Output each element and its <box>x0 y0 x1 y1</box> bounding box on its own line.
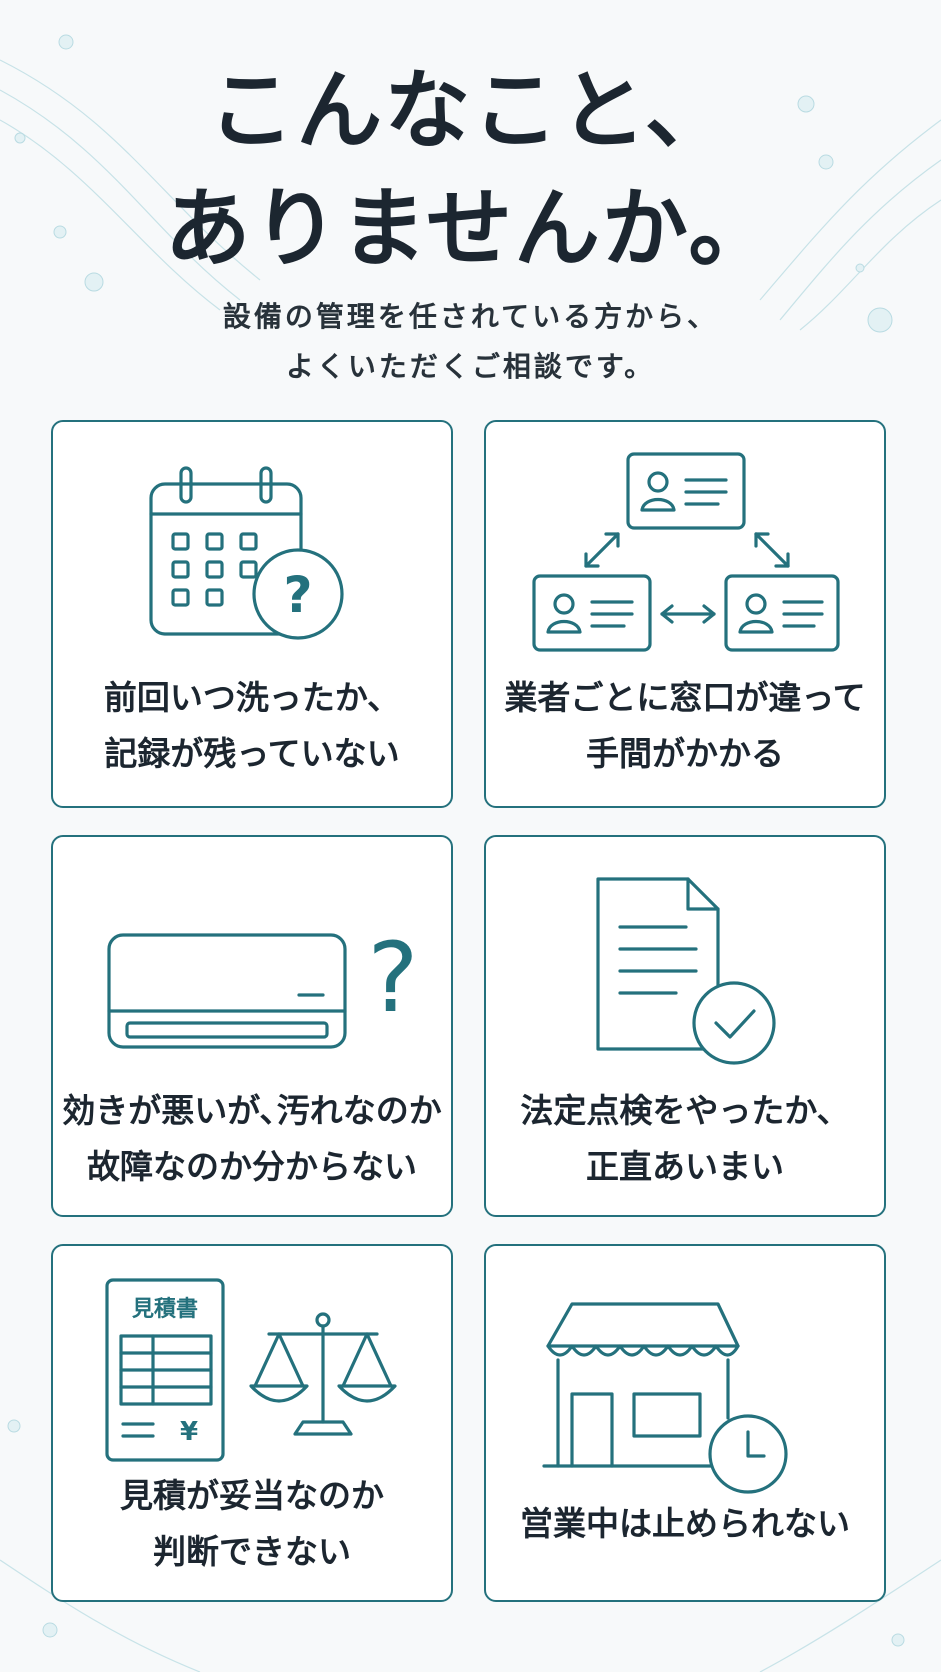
card-line-2: 手間がかかる <box>586 734 784 773</box>
card-estimate-unclear: 見積書 ¥ 見積が妥当なのか 判断できない <box>51 1244 453 1602</box>
headline-line-1: こんなこと、 <box>208 60 733 161</box>
card-line-2: 記録が残っていない <box>104 734 400 773</box>
contact-cards-icon <box>532 452 840 652</box>
card-line-1: 業者ごとに窓口が違って <box>504 678 866 717</box>
headline: こんなこと、 ありませんか。 <box>0 52 941 288</box>
subtitle-line-2: よくいただくご相談です。 <box>285 350 656 383</box>
estimate-label: 見積書 <box>132 1296 198 1322</box>
card-text: 法定点検をやったか、 正直あいまい <box>486 1083 884 1195</box>
card-line-1: 見積が妥当なのか <box>120 1476 384 1515</box>
subtitle: 設備の管理を任されている方から、 よくいただくご相談です。 <box>0 292 941 392</box>
yen-sign: ¥ <box>180 1417 198 1447</box>
calendar-question-icon: ? <box>149 466 344 640</box>
card-line-2: 故障なのか分からない <box>87 1147 417 1186</box>
svg-text:?: ? <box>283 566 312 624</box>
card-text: 業者ごとに窓口が違って 手間がかかる <box>486 670 884 782</box>
card-text: 前回いつ洗ったか、 記録が残っていない <box>53 670 451 782</box>
estimate-scale-icon: 見積書 ¥ <box>105 1278 397 1462</box>
card-line-2: 正直あいまい <box>586 1147 784 1186</box>
card-line-1: 効きが悪いが､汚れなのか <box>62 1091 442 1130</box>
card-line-2: 判断できない <box>153 1532 351 1571</box>
subtitle-line-1: 設備の管理を任されている方から、 <box>222 300 719 333</box>
document-check-icon <box>596 877 776 1065</box>
card-line-1: 前回いつ洗ったか、 <box>103 678 401 717</box>
card-different-contacts: 業者ごとに窓口が違って 手間がかかる <box>484 420 886 808</box>
headline-line-2: ありませんか。 <box>164 178 777 279</box>
air-conditioner-question-icon: ? <box>107 922 419 1049</box>
card-text: 効きが悪いが､汚れなのか 故障なのか分からない <box>53 1083 451 1195</box>
card-line-1: 営業中は止められない <box>520 1504 850 1543</box>
card-text: 見積が妥当なのか 判断できない <box>53 1468 451 1580</box>
storefront-clock-icon <box>542 1302 788 1494</box>
svg-text:?: ? <box>368 922 419 1034</box>
card-inspection-unclear: 法定点検をやったか、 正直あいまい <box>484 835 886 1217</box>
card-no-cleaning-record: ? 前回いつ洗ったか、 記録が残っていない <box>51 420 453 808</box>
card-cannot-stop: 営業中は止められない <box>484 1244 886 1602</box>
card-line-1: 法定点検をやったか、 <box>520 1091 850 1130</box>
card-ac-problem: ? 効きが悪いが､汚れなのか 故障なのか分からない <box>51 835 453 1217</box>
card-text: 営業中は止められない <box>486 1496 884 1552</box>
